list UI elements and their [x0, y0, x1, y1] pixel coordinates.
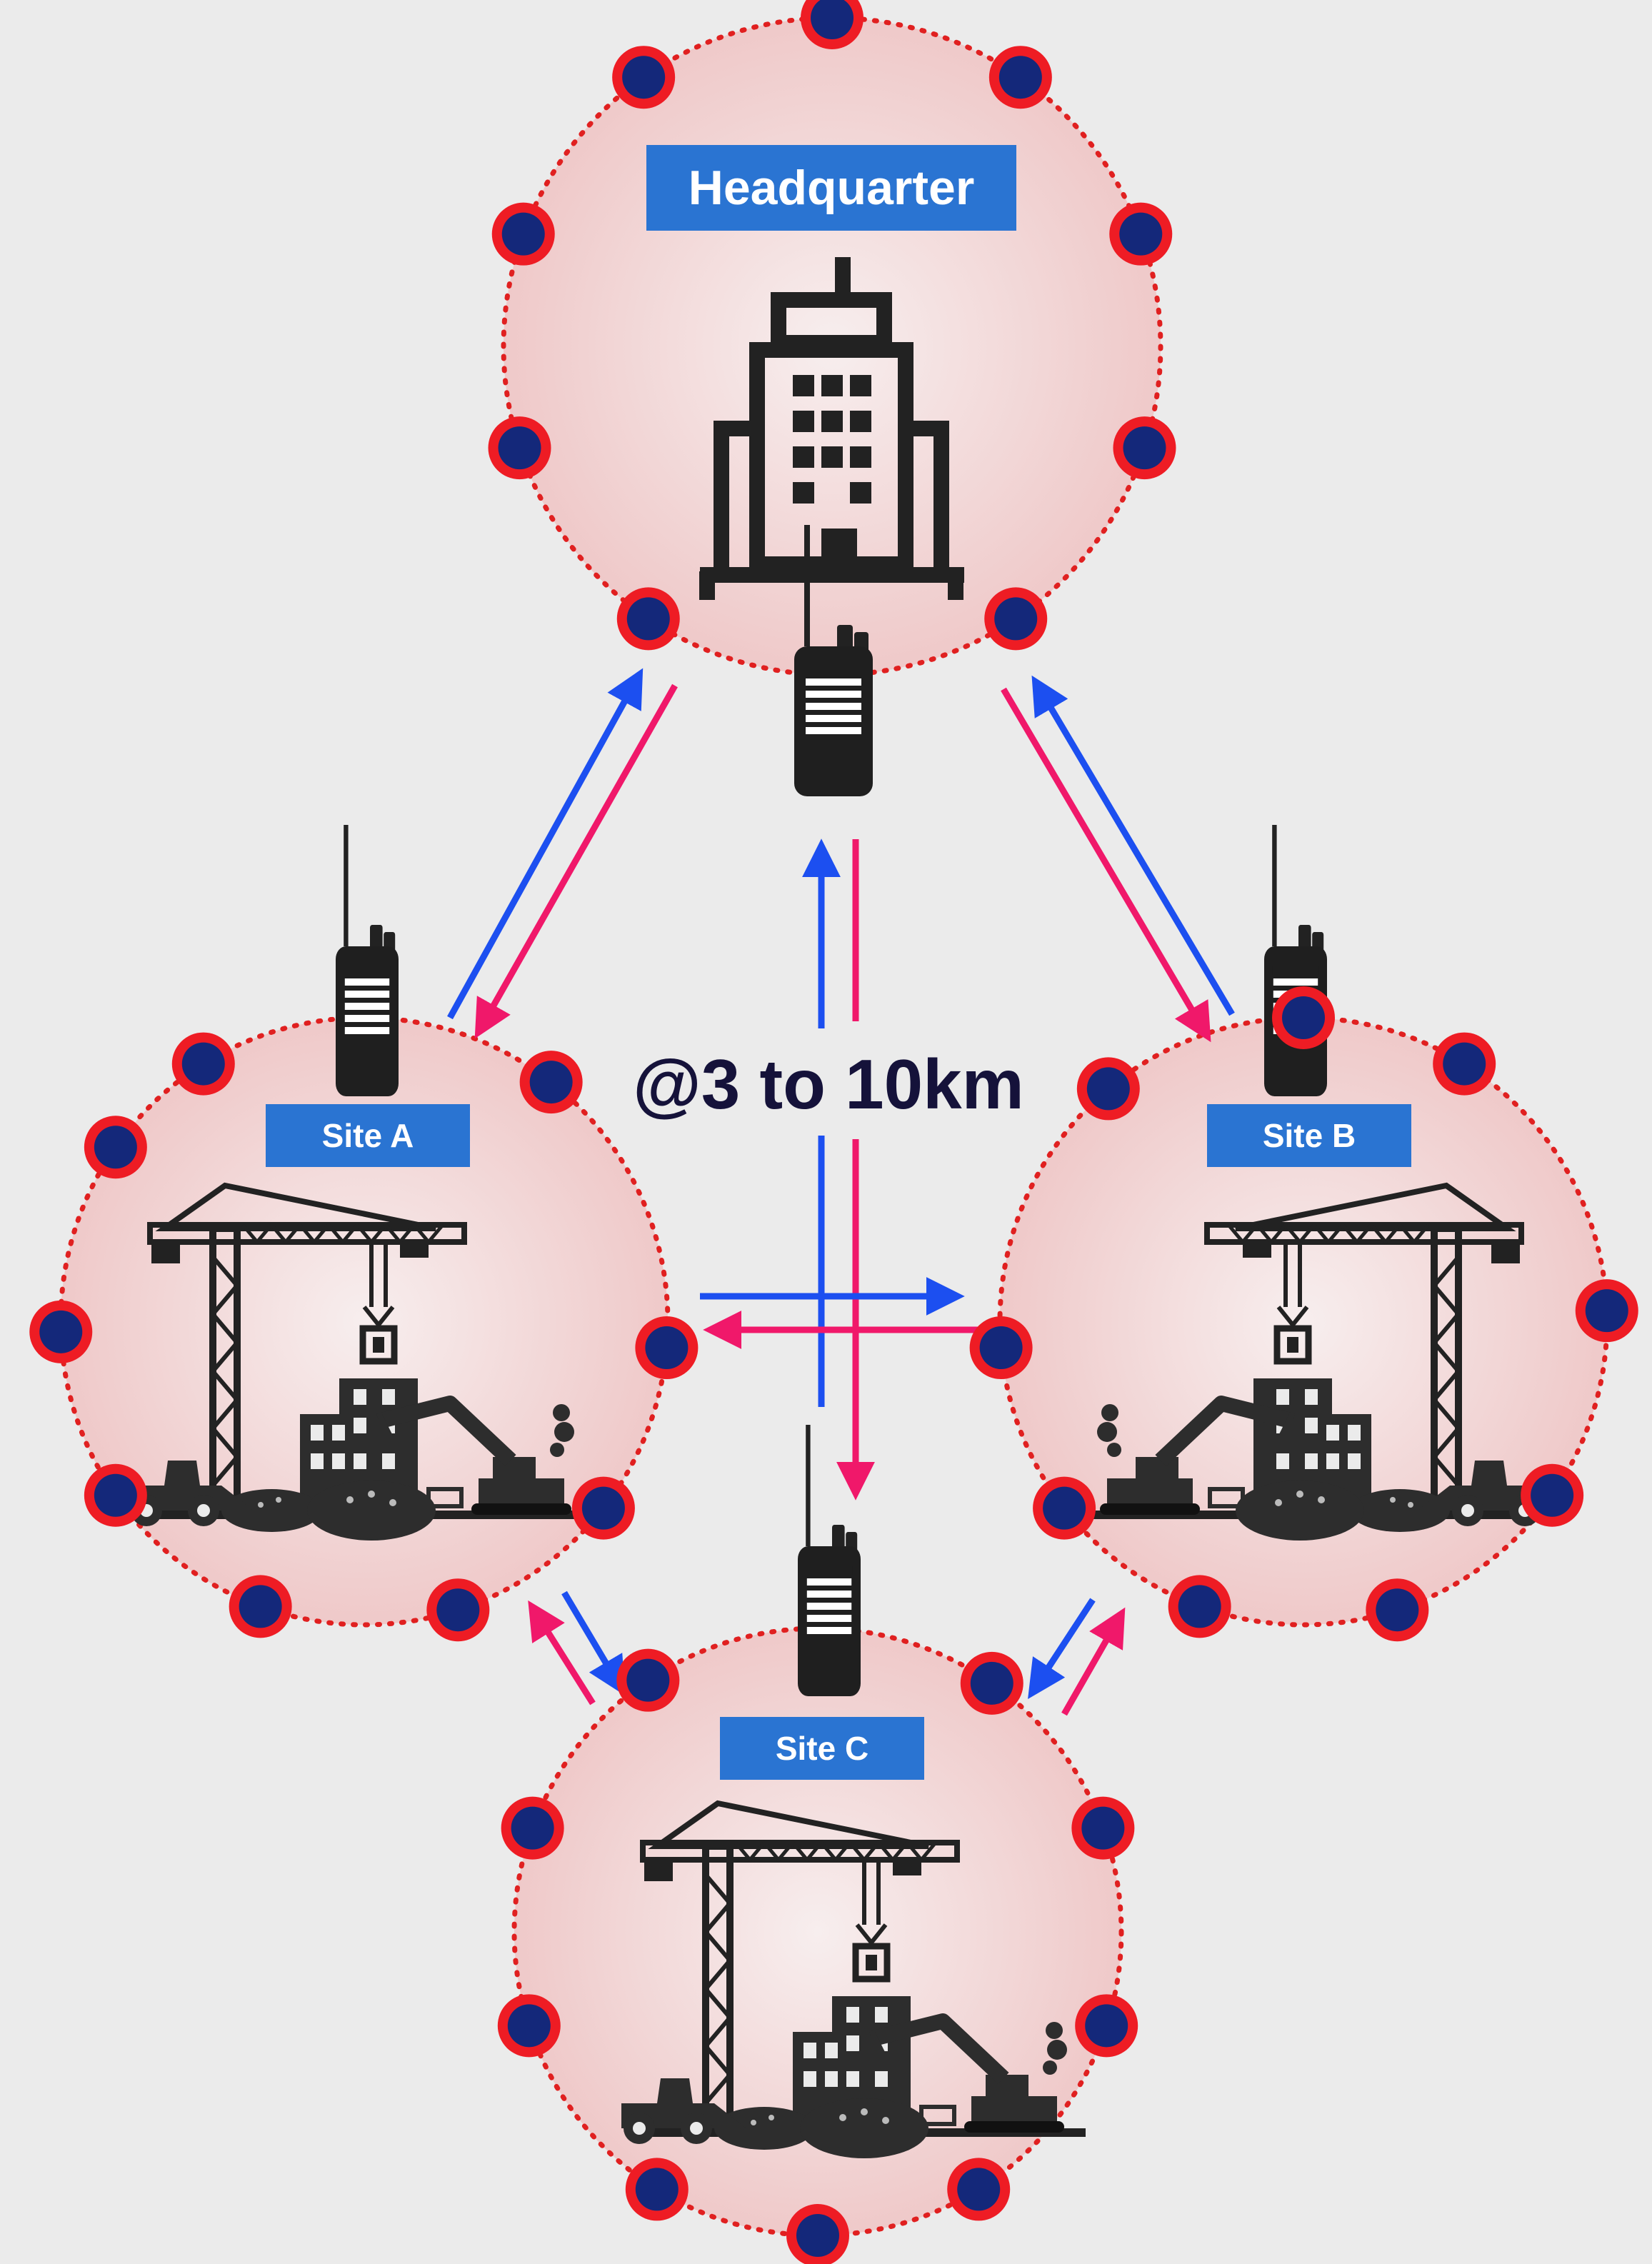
site-c-label: Site C — [720, 1717, 924, 1780]
node-marker-hq-8 — [612, 46, 676, 109]
node-marker-site-a-3 — [426, 1578, 490, 1642]
link-hq-site-c — [802, 838, 875, 1501]
site-a-label: Site A — [266, 1104, 470, 1167]
node-marker-site-a-6 — [29, 1300, 93, 1363]
node-marker-site-c-3 — [947, 2158, 1011, 2221]
link-site-a-site-b — [700, 1277, 978, 1349]
distance-label: @3 to 10km — [633, 1045, 1024, 1123]
walkie-talkie-icon-site-c — [798, 1425, 861, 1696]
node-marker-hq-6 — [488, 416, 551, 480]
node-marker-site-a-1 — [635, 1316, 699, 1380]
node-marker-site-a-2 — [571, 1476, 635, 1540]
node-marker-site-a-4 — [229, 1575, 292, 1638]
node-marker-hq-5 — [616, 587, 680, 651]
node-marker-site-c-5 — [625, 2158, 689, 2221]
node-marker-site-b-3 — [1521, 1463, 1584, 1527]
node-marker-site-b-0 — [1272, 986, 1335, 1049]
node-marker-site-c-2 — [1075, 1994, 1138, 2058]
node-markers — [29, 0, 1638, 2264]
node-marker-site-c-4 — [786, 2204, 849, 2264]
link-site-a-site-c — [528, 1591, 626, 1705]
node-marker-site-b-2 — [1575, 1279, 1638, 1343]
node-marker-hq-1 — [988, 46, 1052, 109]
node-marker-site-a-7 — [84, 1116, 147, 1179]
node-marker-hq-0 — [801, 0, 863, 49]
node-marker-site-c-6 — [497, 1994, 561, 2058]
node-marker-site-b-1 — [1433, 1032, 1496, 1096]
node-marker-site-b-7 — [969, 1316, 1033, 1380]
node-marker-site-c-8 — [616, 1648, 680, 1712]
office-building-icon — [699, 257, 964, 600]
node-marker-site-b-5 — [1168, 1575, 1231, 1638]
node-marker-site-a-5 — [84, 1463, 147, 1527]
walkie-talkie-icon-site-a — [336, 825, 399, 1096]
node-marker-site-c-7 — [501, 1796, 564, 1860]
node-marker-site-b-6 — [1033, 1476, 1096, 1540]
node-marker-hq-7 — [491, 202, 555, 266]
node-marker-hq-3 — [1113, 416, 1176, 480]
node-marker-site-c-1 — [1071, 1796, 1135, 1860]
node-marker-site-a-8 — [171, 1032, 235, 1096]
headquarter-label: Headquarter — [646, 145, 1016, 231]
node-marker-site-b-8 — [1076, 1057, 1140, 1121]
link-hq-site-b — [1001, 675, 1235, 1043]
node-marker-site-b-4 — [1366, 1578, 1429, 1642]
node-marker-site-c-0 — [960, 1651, 1023, 1715]
walkie-talkie-icon-site-b — [1264, 825, 1327, 1096]
node-marker-hq-4 — [984, 587, 1048, 651]
node-marker-hq-2 — [1109, 202, 1173, 266]
node-marker-site-a-0 — [519, 1051, 583, 1114]
site-b-label: Site B — [1207, 1104, 1411, 1167]
link-hq-site-a — [447, 668, 678, 1039]
link-site-b-site-c — [1028, 1598, 1126, 1716]
